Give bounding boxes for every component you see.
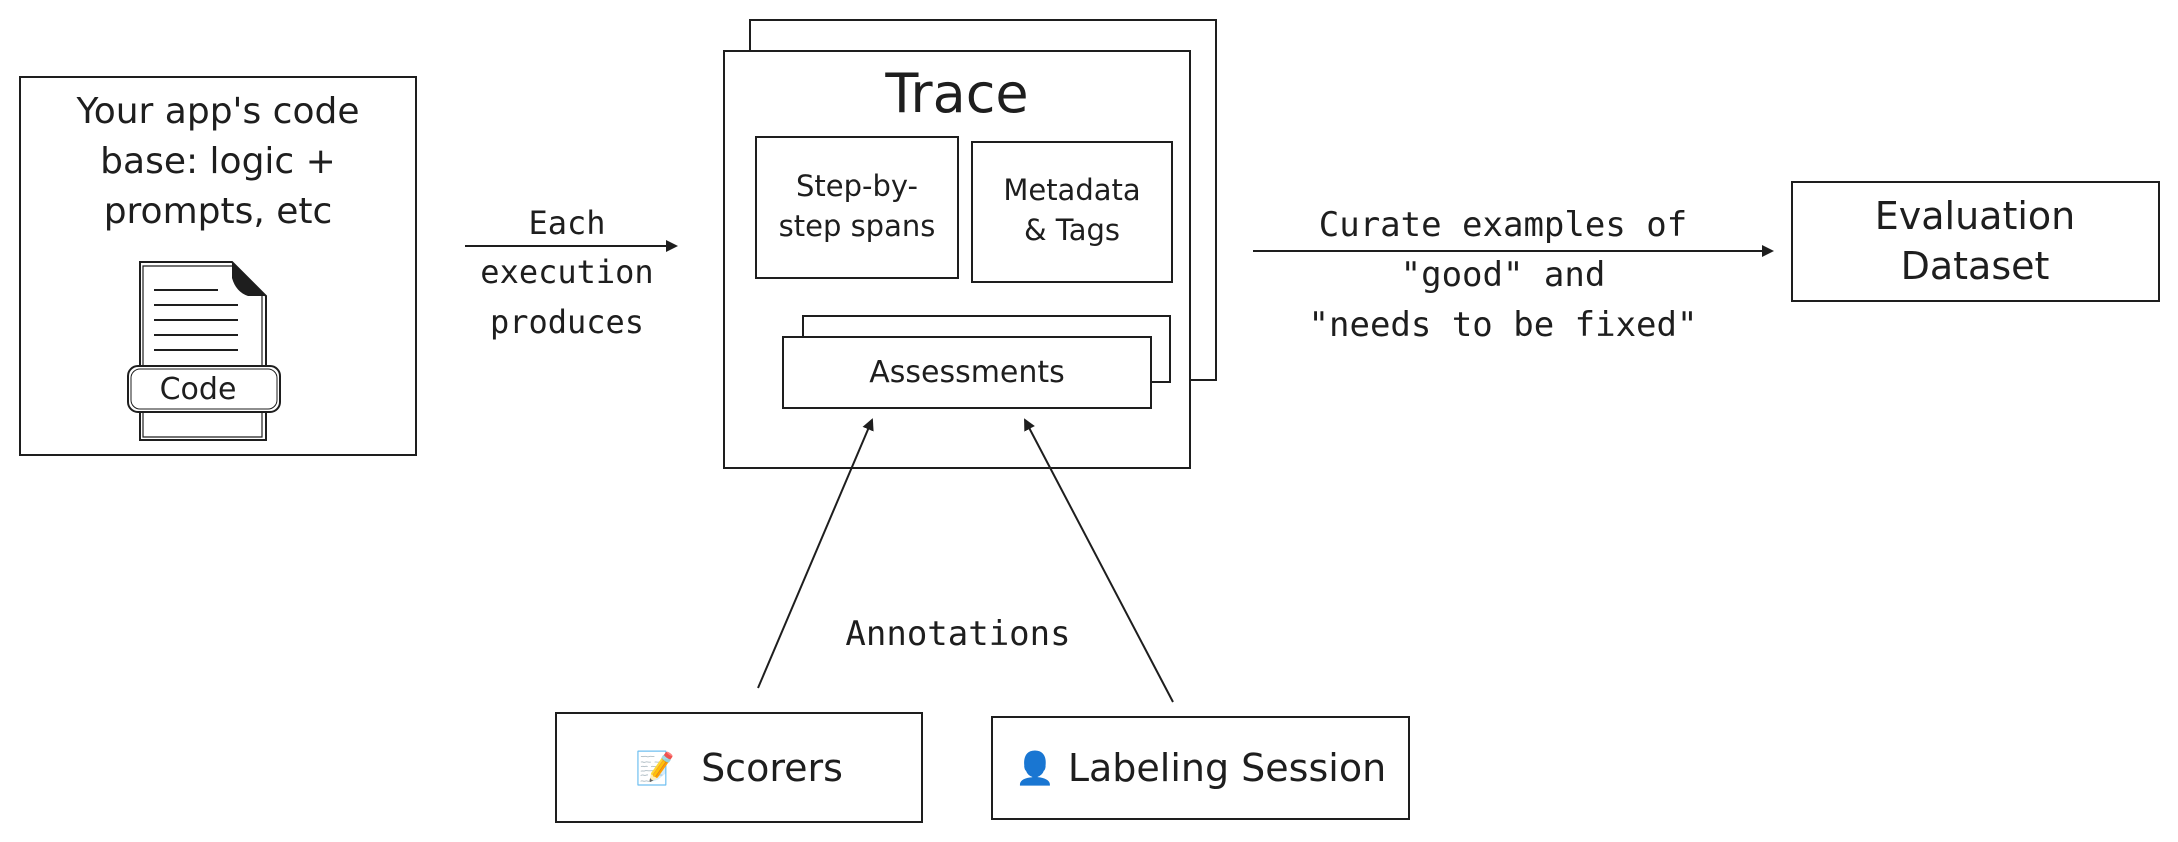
step-spans-box: Step-by- step spans: [755, 136, 959, 279]
execution-arrow-line-2: execution: [480, 253, 653, 291]
code-document-label: Code: [160, 372, 237, 407]
metadata-tags-box: Metadata & Tags: [971, 141, 1173, 283]
metadata-tags-line-2: & Tags: [1024, 213, 1120, 247]
metadata-tags-line-1: Metadata: [1003, 173, 1140, 207]
assessments-stack: Assessments: [782, 315, 1171, 409]
labeling-session-box: 👤 Labeling Session: [991, 716, 1410, 820]
annotation-arrows: Annotations: [757, 418, 1174, 703]
assessments-box: [782, 336, 1152, 409]
trace-stack: Trace Step-by- step spans Metadata & Tag…: [723, 19, 1217, 469]
app-codebase-line-3: prompts, etc: [104, 191, 333, 232]
step-spans-line-1: Step-by-: [796, 169, 918, 203]
app-codebase-box: Your app's code base: logic + prompts, e…: [19, 76, 417, 456]
scorers-label: Scorers: [701, 746, 843, 790]
app-codebase-line-2: base: logic +: [100, 141, 336, 182]
evaluation-dataset-line-2: Dataset: [1901, 244, 2050, 288]
assessments-label: Assessments: [869, 355, 1065, 390]
curate-arrow: Curate examples of "good" and "needs to …: [1253, 205, 1774, 345]
evaluation-dataset-line-1: Evaluation: [1875, 194, 2076, 238]
memo-icon: 📝: [635, 750, 675, 786]
step-spans-line-2: step spans: [779, 209, 936, 243]
code-document-icon: Code: [127, 261, 281, 441]
scorers-box: 📝 Scorers: [555, 712, 923, 823]
trace-title: Trace: [884, 62, 1028, 125]
execution-arrow-line-3: produces: [490, 303, 644, 341]
evaluation-dataset-box: Evaluation Dataset: [1791, 181, 2160, 302]
person-icon: 👤: [1015, 750, 1055, 786]
curate-arrow-line-1: Curate examples of: [1319, 205, 1687, 245]
app-codebase-line-1: Your app's code: [76, 91, 360, 132]
execution-arrow: Each execution produces: [465, 204, 678, 341]
labeling-session-label: Labeling Session: [1068, 746, 1386, 790]
curate-arrow-line-2: "good" and: [1401, 255, 1606, 295]
execution-arrow-line-1: Each: [528, 204, 605, 242]
annotations-label: Annotations: [845, 614, 1070, 654]
curate-arrow-line-3: "needs to be fixed": [1309, 305, 1698, 345]
